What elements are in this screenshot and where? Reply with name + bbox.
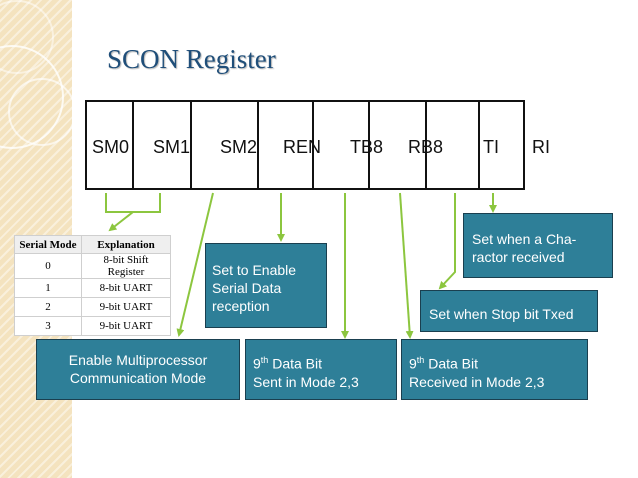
table-cell-mode: 2 <box>14 297 82 317</box>
register-divider <box>478 100 480 190</box>
callout-ti: Set when Stop bit Txed <box>420 290 598 332</box>
callout-rb8-line2: Received in Mode 2,3 <box>409 373 545 390</box>
bit-label-ren: REN <box>283 137 322 157</box>
callout-ri-line1: Set when a Cha- <box>472 231 577 247</box>
table-cell-mode: 1 <box>14 278 82 298</box>
table-row: 0 8-bit Shift Register <box>14 253 171 279</box>
table-cell-explanation: 8-bit Shift Register <box>81 253 171 279</box>
callout-tb8-line1-rest: Data Bit <box>268 355 323 372</box>
table-row: 2 9-bit UART <box>14 297 171 317</box>
callout-ren-line2: Serial Data <box>212 280 282 296</box>
bit-label-tb8: TB8 <box>350 137 384 157</box>
table-header-row: Serial Mode Explanation <box>14 235 171 254</box>
callout-ren-line1: Set to Enable <box>212 262 297 278</box>
register-divider <box>425 100 427 190</box>
bit-label-ti: TI <box>483 137 499 157</box>
register-divider <box>312 100 314 190</box>
register-divider <box>190 100 192 190</box>
bit-label-sm1: SM1 <box>153 137 191 157</box>
callout-rb8: 9th Data Bit Received in Mode 2,3 <box>401 339 588 400</box>
ordinal-number: 9 <box>253 355 261 372</box>
callout-ren: Set to Enable Serial Data reception <box>205 243 327 328</box>
table-header-explanation: Explanation <box>81 235 171 254</box>
callout-ren-line3: reception <box>212 298 270 314</box>
register-divider <box>257 100 259 190</box>
rb8-arrow <box>399 192 414 339</box>
callout-tb8-line1: 9th Data Bit <box>253 351 396 373</box>
bit-label-rb8: RB8 <box>408 137 444 157</box>
callout-ti-line1: Set when Stop bit Txed <box>429 306 574 322</box>
callout-sm2-line2: Communication Mode <box>69 370 207 386</box>
sm-bracket-arrow <box>106 193 161 230</box>
table-cell-explanation: 8-bit UART <box>81 278 171 298</box>
register-divider <box>368 100 370 190</box>
callout-rb8-line1: 9th Data Bit <box>409 351 587 373</box>
table-cell-explanation: 9-bit UART <box>81 297 171 317</box>
callout-sm2-line1: Enable Multiprocessor <box>68 352 208 368</box>
table-cell-mode: 0 <box>14 253 82 279</box>
callout-rb8-line1-rest: Data Bit <box>424 355 479 372</box>
scon-register-box <box>85 100 525 190</box>
callout-tb8: 9th Data Bit Sent in Mode 2,3 <box>245 339 397 400</box>
table-row: 3 9-bit UART <box>14 316 171 336</box>
slide-title: SCON Register <box>107 44 276 74</box>
callout-sm2: Enable Multiprocessor Communication Mode <box>36 339 240 400</box>
serial-mode-table: Serial Mode Explanation 0 8-bit Shift Re… <box>14 235 171 336</box>
sidebar-ring <box>8 78 72 146</box>
table-row: 1 8-bit UART <box>14 278 171 298</box>
bit-label-ri: RI <box>532 137 550 157</box>
bit-label-sm2: SM2 <box>220 137 258 157</box>
ti-arrow <box>438 193 456 290</box>
table-cell-mode: 3 <box>14 316 82 336</box>
table-cell-explanation: 9-bit UART <box>81 316 171 336</box>
bit-label-sm0: SM0 <box>92 137 130 157</box>
callout-ri-line2: ractor received <box>472 249 565 265</box>
callout-tb8-line2: Sent in Mode 2,3 <box>253 373 359 390</box>
ordinal-suffix: th <box>416 355 425 365</box>
table-header-serial-mode: Serial Mode <box>14 235 82 254</box>
callout-ri: Set when a Cha- ractor received <box>463 213 613 278</box>
register-divider <box>132 100 134 190</box>
ordinal-number: 9 <box>409 355 417 372</box>
ordinal-suffix: th <box>260 355 269 365</box>
